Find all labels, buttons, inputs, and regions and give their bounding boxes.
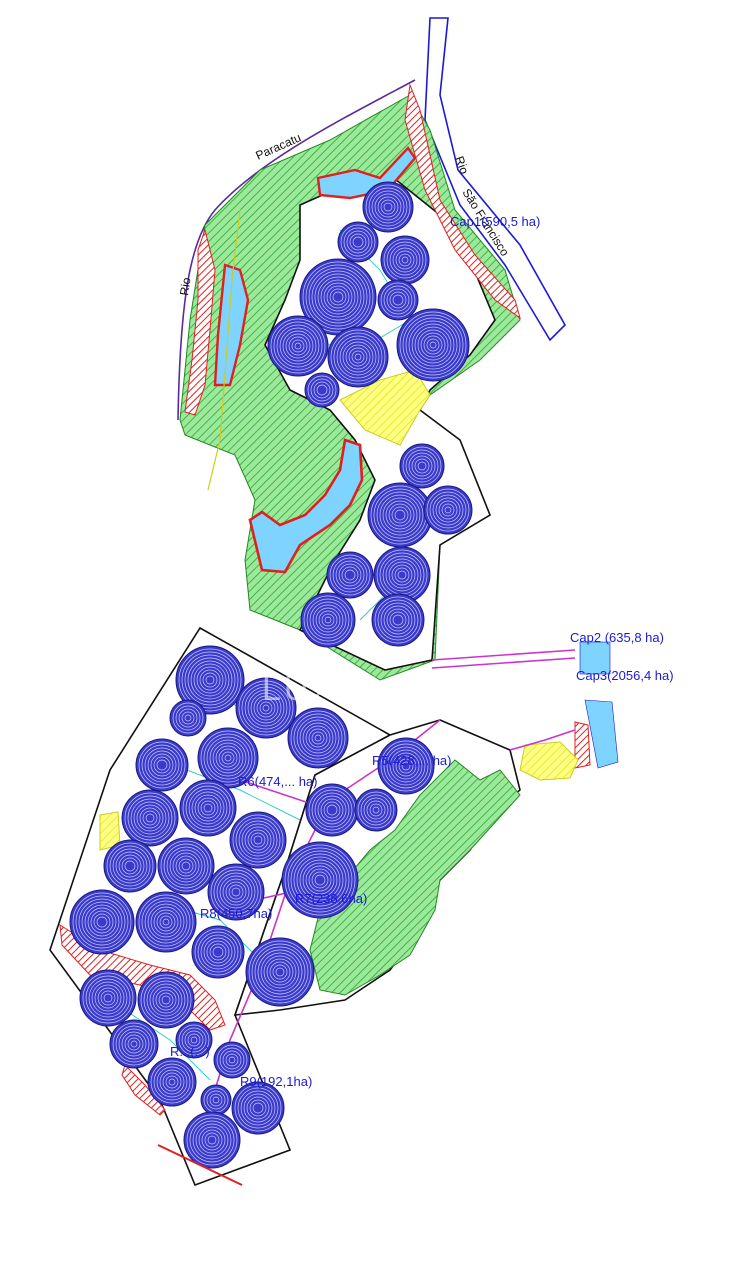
r6-label: R6(474,... ha) bbox=[238, 774, 318, 789]
cap2-reservoir bbox=[579, 641, 611, 675]
pivot-circle bbox=[354, 788, 398, 832]
pivot-circle bbox=[377, 279, 419, 321]
watermark: LUXIMOVE bbox=[262, 670, 462, 708]
pivot-circle bbox=[371, 593, 425, 647]
r9-label: R9(192,1ha) bbox=[240, 1074, 312, 1089]
pivot-circle bbox=[337, 221, 379, 263]
app-strip-lower-2 bbox=[121, 1064, 166, 1116]
app-strip-river bbox=[404, 83, 521, 320]
pivot-circle bbox=[103, 839, 157, 893]
sao-francisco-river bbox=[424, 17, 566, 342]
pivot-circle bbox=[183, 1111, 241, 1169]
yellow-area-1 bbox=[339, 369, 431, 446]
pivot-circle bbox=[326, 551, 374, 599]
pivot-circle bbox=[362, 181, 414, 233]
pivot-circle bbox=[281, 841, 359, 919]
pivot-circle bbox=[135, 738, 189, 792]
pivot-circle bbox=[377, 737, 435, 795]
app-strip-left bbox=[184, 228, 216, 416]
pivot-circle bbox=[207, 863, 265, 921]
r-small-label: R...(...) bbox=[170, 1044, 210, 1059]
pivot-circle bbox=[399, 443, 445, 489]
pivot-circle bbox=[121, 789, 179, 847]
pivot-circle bbox=[137, 971, 195, 1029]
pivot-circle bbox=[69, 889, 135, 955]
cap1-label: Cap1(590,5 ha) bbox=[450, 214, 540, 229]
cap3-label: Cap3(2056,4 ha) bbox=[576, 668, 674, 683]
pivot-circle bbox=[169, 699, 207, 737]
pivot-circle bbox=[305, 783, 359, 837]
central-lake bbox=[248, 438, 364, 574]
pivot-circle bbox=[135, 891, 197, 953]
r7-label: R7(238,6ha) bbox=[295, 891, 367, 906]
pivot-group bbox=[69, 181, 473, 1169]
cap3-app bbox=[574, 721, 591, 769]
pivot-circle bbox=[109, 1019, 159, 1069]
paracatu-river bbox=[177, 79, 416, 421]
pivot-circle bbox=[175, 1021, 213, 1059]
pivot-circle bbox=[179, 779, 237, 837]
pivot-circle bbox=[304, 372, 340, 408]
pivot-circle bbox=[423, 485, 473, 535]
pivot-circle bbox=[229, 811, 287, 869]
pivot-circle bbox=[327, 326, 389, 388]
scale-marker bbox=[157, 1144, 243, 1186]
left-lake bbox=[213, 263, 250, 387]
boundary-yellow-line bbox=[207, 209, 241, 491]
pivot-circle bbox=[396, 308, 470, 382]
cap-yellow bbox=[519, 741, 579, 781]
pivot-circle bbox=[373, 546, 431, 604]
pivot-circle bbox=[147, 1057, 197, 1107]
pivot-circle bbox=[367, 482, 433, 548]
pivot-circle bbox=[191, 925, 245, 979]
pivot-circle bbox=[213, 1041, 251, 1079]
paracatu-rio-label: Rio bbox=[177, 276, 193, 296]
pivot-circle bbox=[300, 592, 356, 648]
pivot-circle bbox=[175, 645, 245, 715]
pivot-circle bbox=[245, 937, 315, 1007]
pivot-circle bbox=[287, 707, 349, 769]
sao-francisco-rio-label: Rio bbox=[452, 154, 471, 176]
cap2-label: Cap2 (635,8 ha) bbox=[570, 630, 664, 645]
pivot-circle bbox=[231, 1081, 285, 1135]
pivot-circle bbox=[197, 727, 259, 789]
cap3-reservoir bbox=[584, 699, 619, 769]
r5-label: R5(428,... ha) bbox=[372, 753, 452, 768]
pivot-circle bbox=[200, 1084, 232, 1116]
pivot-circle bbox=[157, 837, 215, 895]
pivot-circle bbox=[79, 969, 137, 1027]
pivot-circle bbox=[235, 677, 297, 739]
r8-label: R8(450,7ha) bbox=[200, 906, 272, 921]
pivot-circle bbox=[380, 235, 430, 285]
pivot-circle bbox=[267, 315, 329, 377]
